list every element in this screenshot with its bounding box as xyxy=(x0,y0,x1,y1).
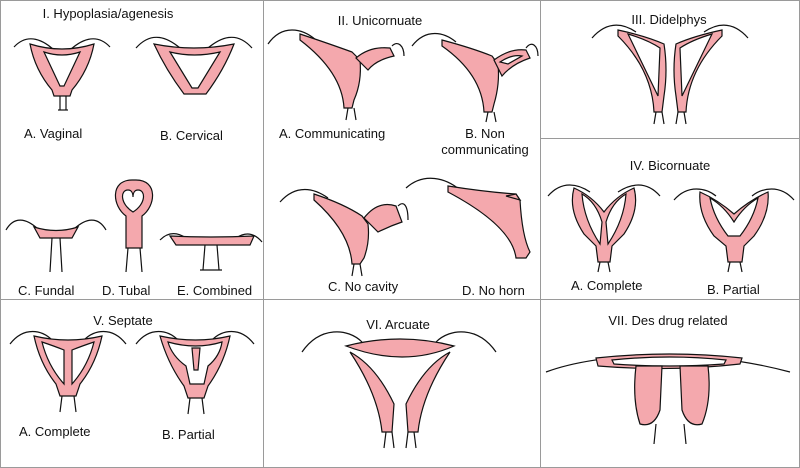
illustration-bicornuate-complete xyxy=(547,184,661,273)
title-hypoplasia: I. Hypoplasia/agenesis xyxy=(42,6,174,21)
label-noncommunicating: communicating xyxy=(441,142,529,157)
label-communicating: A. Communicating xyxy=(279,126,386,141)
label-non: B. Non xyxy=(465,126,505,141)
label-fundal: C. Fundal xyxy=(18,283,75,298)
label-vaginal: A. Vaginal xyxy=(24,126,83,141)
label-bicornuate-partial: B. Partial xyxy=(707,282,760,297)
illustration-fundal-hypoplasia xyxy=(5,219,107,273)
illustration-arcuate xyxy=(301,331,497,449)
label-septate-partial: B. Partial xyxy=(162,427,215,442)
title-didelphys: III. Didelphys xyxy=(631,12,707,27)
illustration-des-related xyxy=(545,353,791,445)
label-combined: E. Combined xyxy=(177,283,253,298)
illustration-unicornuate-noncommunicating xyxy=(411,32,539,123)
illustration-combined-hypoplasia xyxy=(159,233,263,271)
illustration-unicornuate-no-cavity xyxy=(279,188,409,277)
title-bicornuate: IV. Bicornuate xyxy=(629,158,711,173)
illustration-unicornuate-no-horn xyxy=(405,177,531,259)
illustration-septate-complete xyxy=(9,330,127,413)
label-bicornuate-complete: A. Complete xyxy=(571,278,643,293)
illustration-cervical-agenesis xyxy=(135,36,253,95)
illustration-tubal-hypoplasia xyxy=(114,179,154,273)
label-no-cavity: C. No cavity xyxy=(328,279,399,294)
title-unicornuate: II. Unicornuate xyxy=(337,13,423,28)
label-cervical: B. Cervical xyxy=(160,128,223,143)
title-arcuate: VI. Arcuate xyxy=(366,317,430,332)
illustration-septate-partial xyxy=(135,330,255,415)
label-tubal: D. Tubal xyxy=(102,283,151,298)
label-no-horn: D. No horn xyxy=(462,283,525,298)
title-des: VII. Des drug related xyxy=(608,313,728,328)
title-septate: V. Septate xyxy=(93,313,153,328)
illustration-bicornuate-partial xyxy=(673,188,795,273)
illustration-unicornuate-communicating xyxy=(267,29,405,121)
illustration-didelphys xyxy=(591,24,749,125)
illustration-vaginal-agenesis xyxy=(13,38,111,111)
label-septate-complete: A. Complete xyxy=(19,424,91,439)
